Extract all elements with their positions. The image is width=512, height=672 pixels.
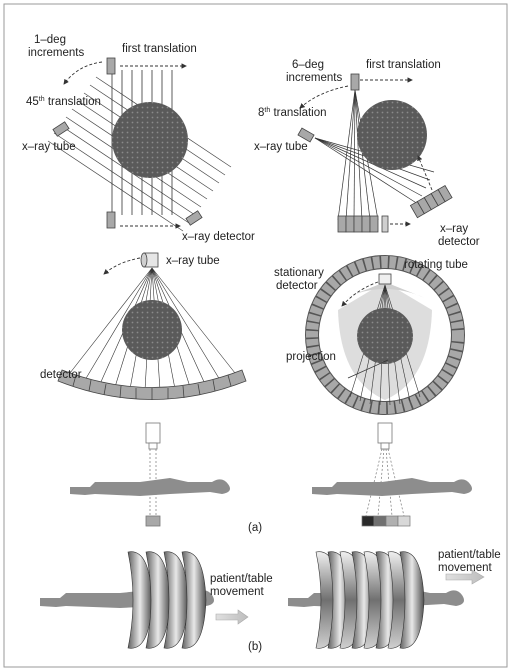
figure-border	[3, 3, 508, 668]
detector-array-8	[409, 184, 453, 219]
third-generation-scanner: x–ray tube detector	[40, 252, 247, 400]
tr-nth-translation-label: 8th translation	[258, 107, 327, 119]
movement-arrow	[215, 609, 249, 625]
caption-b: (b)	[248, 641, 262, 653]
object-disc	[357, 308, 413, 364]
multi-slice-patient	[312, 422, 472, 527]
ml-detector-label: detector	[40, 369, 82, 381]
tube-cylinder	[140, 252, 159, 268]
tube-box-45	[52, 121, 70, 137]
object-disc	[122, 300, 182, 360]
tl-nth-translation-label: 45th translation	[26, 96, 101, 108]
tube-box	[350, 73, 360, 91]
caption-a: (a)	[248, 522, 262, 534]
multi-detector-row	[361, 515, 411, 527]
detector-array	[337, 215, 389, 233]
patient-silhouette	[70, 478, 230, 496]
detector-box-45	[185, 210, 203, 226]
detector-arc	[57, 369, 247, 400]
mr-rotating-tube-label: rotating tube	[404, 259, 468, 271]
detector-box	[106, 211, 116, 229]
tr-tube-label: x–ray tube	[254, 141, 308, 153]
single-detector	[145, 515, 161, 527]
single-slice-patient	[70, 422, 230, 527]
tube-box-8	[297, 127, 315, 143]
patient-silhouette	[312, 478, 472, 496]
movement-arrow	[445, 569, 485, 585]
ml-tube-label: x–ray tube	[166, 255, 220, 267]
tl-first-translation-label: first translation	[122, 43, 197, 55]
tube-box	[106, 57, 116, 75]
tl-tube-label: x–ray tube	[22, 141, 76, 153]
object-disc	[357, 100, 427, 170]
rotating-tube-box	[378, 273, 392, 285]
tr-first-translation-label: first translation	[366, 59, 441, 71]
object-disc	[112, 102, 188, 178]
mr-projection-label: projection	[286, 351, 336, 363]
tl-detector-label: x–ray detector	[182, 231, 255, 243]
